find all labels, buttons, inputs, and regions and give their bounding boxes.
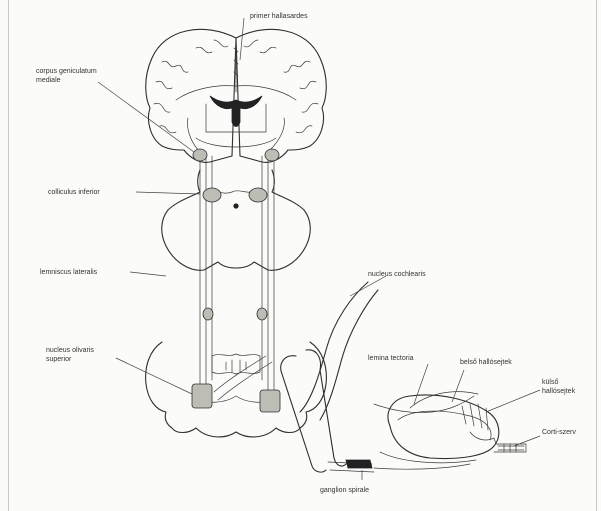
colliculus-nucleus-left <box>203 188 221 202</box>
cochlear-nerve <box>281 282 378 472</box>
cerebrum-section <box>146 29 327 162</box>
label-cochlear: nucleus cochlearis <box>368 271 426 278</box>
olive-nucleus-right <box>260 390 280 412</box>
label-lemniscus: lemniscus lateralis <box>40 269 98 276</box>
colliculus-nucleus-right <box>249 188 267 202</box>
label-colliculus: colliculus inferior <box>48 189 100 196</box>
cochlea <box>374 392 526 470</box>
nuclei-markers <box>192 149 280 412</box>
label-tectorial: lemina tectoria <box>368 355 414 362</box>
label-inner-hair: belső hallósejtek <box>460 359 512 366</box>
brainstem <box>146 170 327 437</box>
geniculate-nucleus-right <box>265 149 279 161</box>
lemniscus-nucleus-left <box>203 308 213 320</box>
leader-lines <box>98 18 540 480</box>
lemniscus-nucleus-right <box>257 308 267 320</box>
geniculate-nucleus-left <box>193 149 207 161</box>
label-ganglion: ganglion spirale <box>320 487 369 494</box>
olive-nucleus-left <box>192 384 212 408</box>
label-cortex: primer hallasardes <box>250 13 308 20</box>
label-corti: Corti-szerv <box>542 429 576 436</box>
